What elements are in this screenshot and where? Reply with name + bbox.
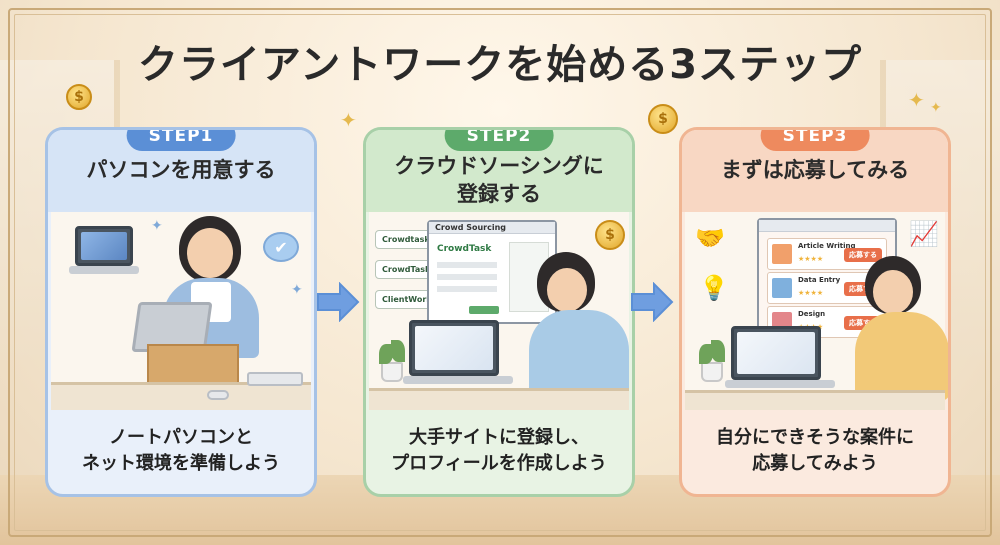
desk bbox=[51, 382, 311, 410]
plant-leaf bbox=[379, 344, 393, 364]
laptop-base bbox=[403, 376, 513, 384]
signup-window: Crowd Sourcing CrowdTask bbox=[427, 220, 557, 324]
job-title: Data Entry bbox=[798, 276, 841, 284]
coin-icon: $ bbox=[595, 220, 625, 250]
step1-header: STEP1 パソコンを用意する bbox=[48, 130, 314, 212]
person-face bbox=[547, 268, 587, 312]
plant-leaf bbox=[391, 340, 405, 362]
step2-desc-line1: 大手サイトに登録し、 bbox=[409, 427, 589, 448]
plant-pot bbox=[381, 362, 403, 382]
step3-description: 自分にできそうな案件に 応募してみよう bbox=[682, 408, 948, 494]
spare-laptop-screen bbox=[75, 226, 133, 266]
step2-heading-line1: クラウドソーシングに bbox=[394, 154, 604, 178]
job-row: Article Writing ★★★★ 応募する bbox=[767, 238, 887, 270]
step3-badge: STEP3 bbox=[760, 130, 870, 151]
desk bbox=[369, 388, 629, 410]
job-rating: ★★★★ bbox=[798, 255, 824, 263]
step1-heading: パソコンを用意する bbox=[86, 158, 276, 182]
next-arrow-icon bbox=[630, 281, 674, 323]
site-tag: CrowdTask bbox=[375, 260, 438, 279]
lightbulb-icon: 💡 bbox=[699, 274, 729, 302]
person-sweater bbox=[529, 310, 629, 400]
next-arrow-icon bbox=[316, 281, 360, 323]
step3-desc-line1: 自分にできそうな案件に bbox=[716, 427, 914, 448]
desk bbox=[685, 390, 945, 410]
coin-icon: $ bbox=[648, 104, 678, 134]
handshake-icon: 🤝 bbox=[695, 224, 725, 252]
job-title: Article Writing bbox=[798, 242, 856, 250]
job-title: Design bbox=[798, 310, 826, 318]
plant-leaf bbox=[711, 340, 725, 362]
step1-description: ノートパソコンと ネット環境を準備しよう bbox=[48, 408, 314, 494]
plant-pot bbox=[701, 362, 723, 382]
step3-header: STEP3 まずは応募してみる bbox=[682, 130, 948, 212]
step3-heading: まずは応募してみる bbox=[720, 158, 910, 182]
step2-heading: クラウドソーシングに 登録する bbox=[374, 152, 624, 208]
sparkle-icon: ✦ bbox=[151, 218, 163, 234]
sparkle-icon: ✦ bbox=[340, 108, 357, 132]
step1-card: STEP1 パソコンを用意する ✔ ✦ ✦ ノートパソコンと ネット環境を準備し… bbox=[45, 127, 317, 497]
keyboard bbox=[247, 372, 303, 386]
step2-description: 大手サイトに登録し、 プロフィールを作成しよう bbox=[366, 408, 632, 494]
coin-icon: $ bbox=[66, 84, 92, 110]
step2-card: STEP2 クラウドソーシングに 登録する Crowdtask CrowdTas… bbox=[363, 127, 635, 497]
job-rating: ★★★★ bbox=[798, 289, 824, 297]
plant-leaf bbox=[699, 344, 713, 364]
step2-illustration: Crowdtask CrowdTask ClientWorks Crowd So… bbox=[369, 212, 629, 410]
step1-desc-line2: ネット環境を準備しよう bbox=[82, 453, 280, 474]
person-face bbox=[873, 270, 913, 314]
check-bubble-icon: ✔ bbox=[263, 232, 299, 262]
step2-heading-line2: 登録する bbox=[457, 182, 541, 206]
mouse bbox=[207, 390, 229, 400]
step1-desc-line1: ノートパソコンと bbox=[109, 427, 253, 448]
sparkle-icon: ✦ bbox=[930, 100, 942, 116]
sparkle-icon: ✦ bbox=[908, 88, 925, 112]
growth-chart-icon: 📈 bbox=[909, 220, 939, 248]
step3-desc-line2: 応募してみよう bbox=[752, 453, 878, 474]
site-logo: CrowdTask bbox=[437, 244, 492, 254]
laptop-base bbox=[725, 380, 835, 388]
step2-desc-line2: プロフィールを作成しよう bbox=[391, 453, 607, 474]
person-face bbox=[187, 228, 233, 278]
step1-illustration: ✔ ✦ ✦ bbox=[51, 212, 311, 410]
step3-illustration: 🤝 💡 📈 Article Writing ★★★★ 応募する Data Ent… bbox=[685, 212, 948, 410]
person-laptop bbox=[731, 326, 821, 380]
outer-frame bbox=[8, 8, 992, 537]
step2-header: STEP2 クラウドソーシングに 登録する bbox=[366, 130, 632, 212]
person-sweater bbox=[855, 312, 948, 400]
step2-badge: STEP2 bbox=[444, 130, 554, 151]
page-title: クライアントワークを始める3ステップ bbox=[137, 42, 863, 88]
window-title: Crowd Sourcing bbox=[435, 223, 507, 232]
person-laptop bbox=[409, 320, 499, 376]
sparkle-icon: ✦ bbox=[291, 282, 303, 298]
step1-badge: STEP1 bbox=[126, 130, 236, 151]
apply-button[interactable]: 応募する bbox=[844, 248, 882, 262]
step3-card: STEP3 まずは応募してみる 🤝 💡 📈 Article Writing ★★… bbox=[679, 127, 951, 497]
inner-frame bbox=[14, 14, 986, 531]
spare-laptop-base bbox=[69, 266, 139, 274]
